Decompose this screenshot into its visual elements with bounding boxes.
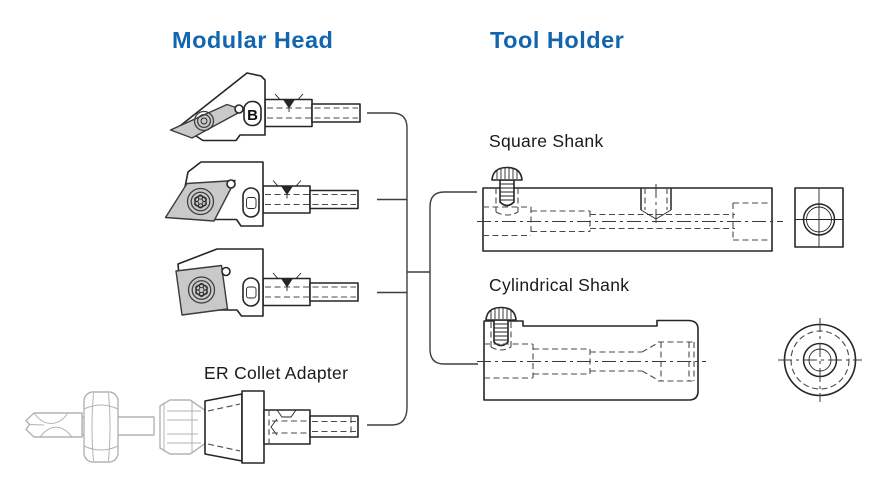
modular-head-heading: Modular Head xyxy=(172,27,333,53)
head3-clamp-hole xyxy=(221,266,231,277)
head3-square-insert xyxy=(175,264,229,316)
modular-head-diamond-insert xyxy=(164,161,359,227)
er-collet-adapter-group xyxy=(25,390,359,464)
head1-badge-plate xyxy=(243,100,262,127)
adapter-body xyxy=(204,390,359,464)
tool-holder-heading: Tool Holder xyxy=(490,27,624,53)
er-collet xyxy=(159,399,207,455)
square-shank-end-view xyxy=(794,187,844,248)
square-shank-clamp-screw xyxy=(491,166,523,216)
head3-clamp-plate xyxy=(242,277,260,307)
head1-insert-screw xyxy=(193,110,215,132)
connection-shank-2 xyxy=(262,179,359,214)
modular-head-square-insert xyxy=(175,248,359,317)
head3-clamp-detail xyxy=(246,286,257,299)
head1-badge-letter: B xyxy=(247,107,258,124)
cylindrical-shank-label: Cylindrical Shank xyxy=(489,275,629,295)
square-shank-bore xyxy=(483,202,772,241)
head2-diamond-insert xyxy=(164,179,236,222)
connector-bracket-right xyxy=(429,191,478,365)
head2-clamp-plate xyxy=(242,187,260,218)
square-shank-side-view xyxy=(477,166,783,252)
cylindrical-shank-group xyxy=(477,306,862,402)
connection-shank-1 xyxy=(264,93,361,128)
head2-clamp-hole xyxy=(226,179,236,189)
cylindrical-shank-end-view xyxy=(778,318,862,402)
er-collet-adapter-label: ER Collet Adapter xyxy=(204,363,348,383)
square-shank-label: Square Shank xyxy=(489,131,604,151)
square-shank-group xyxy=(477,166,844,252)
modular-head-v-insert: B xyxy=(169,72,361,142)
connector-bracket-left xyxy=(367,112,430,426)
square-shank-set-screw-hole xyxy=(640,184,672,223)
cylindrical-shank-bore xyxy=(484,341,695,382)
head1-clamp-hole xyxy=(234,104,244,114)
head2-clamp-detail xyxy=(246,197,257,209)
cylindrical-shank-clamp-screw xyxy=(485,306,517,351)
hex-nut xyxy=(83,391,119,463)
cylindrical-shank-side-view xyxy=(477,306,706,401)
connection-shank-3 xyxy=(262,272,359,307)
